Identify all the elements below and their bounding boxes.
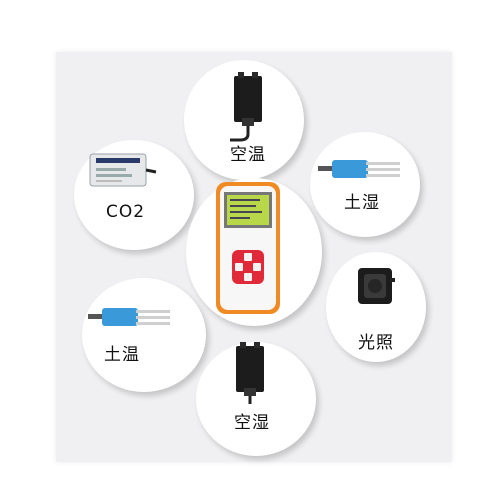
- soil-moisture-bubble: [310, 132, 420, 237]
- light-label: 光照: [358, 333, 394, 353]
- air-temperature-label: 空温: [230, 145, 266, 165]
- soil-temperature-probe-icon: [88, 308, 170, 326]
- soil-moisture-label: 土湿: [344, 193, 380, 213]
- light-sensor-icon: [358, 268, 395, 304]
- co2-label: CO2: [106, 202, 146, 222]
- handheld-meter-icon: [216, 182, 280, 314]
- co2-sensor-icon: [89, 153, 157, 187]
- soil-moisture-probe-icon: [318, 160, 400, 178]
- air-humidity-label: 空湿: [234, 413, 270, 433]
- soil-temperature-label: 土温: [104, 345, 140, 365]
- soil-temperature-bubble: [82, 278, 206, 392]
- air-humidity-sensor-icon: [236, 342, 264, 404]
- air-temperature-sensor-icon: [230, 72, 262, 142]
